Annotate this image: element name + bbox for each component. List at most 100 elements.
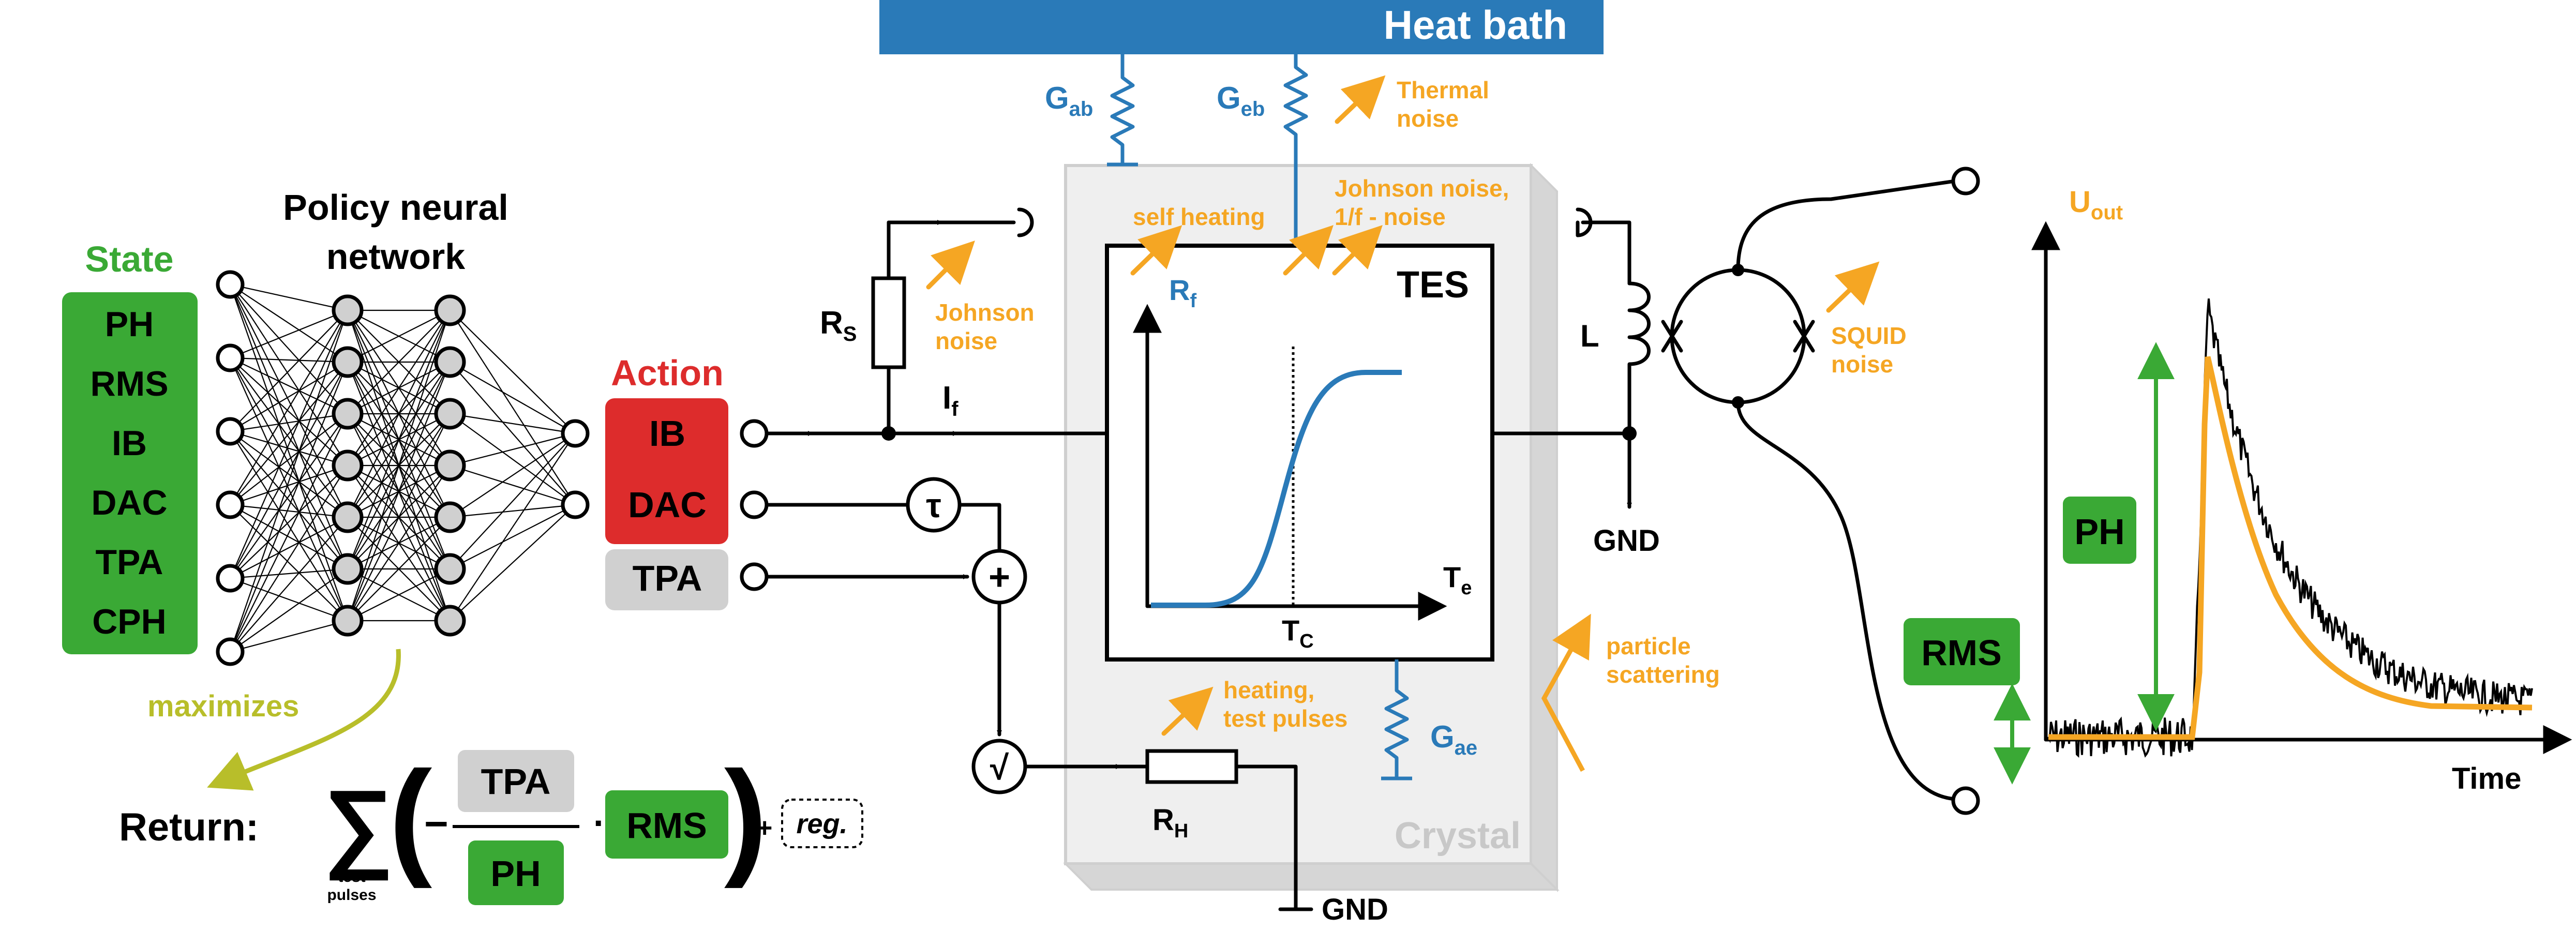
nn-node xyxy=(434,605,466,637)
particle-scattering-label-1: particle xyxy=(1606,633,1691,659)
nn-edge xyxy=(347,310,451,518)
action-title: Action xyxy=(611,353,724,393)
nn-node xyxy=(434,449,466,482)
tes-label: TES xyxy=(1397,264,1469,306)
squid-noise-label-2: noise xyxy=(1831,351,1893,378)
nn-edge xyxy=(230,413,348,432)
nn-edge xyxy=(230,362,348,579)
uout-label: Uout xyxy=(2069,185,2123,224)
fitted-pulse-curve xyxy=(2048,356,2533,740)
josephson-junction-right xyxy=(1793,320,1815,353)
nn-edge xyxy=(230,413,348,505)
nn-edge xyxy=(230,362,348,432)
nn-node xyxy=(332,553,364,585)
ph-denominator: PH xyxy=(490,853,541,894)
te-label: Te xyxy=(1443,561,1472,599)
nn-edge xyxy=(450,413,576,434)
if-label: If xyxy=(942,380,958,421)
heating-label-1: heating, xyxy=(1223,677,1314,703)
nn-edge xyxy=(450,362,576,505)
gab-spring xyxy=(1110,54,1135,164)
right-paren: ) xyxy=(724,744,767,889)
nn-edge xyxy=(229,357,349,621)
heat-bath-label: Heat bath xyxy=(1384,2,1567,48)
nn-edge xyxy=(347,362,451,621)
nn-edge xyxy=(230,357,348,466)
nn-edge xyxy=(230,620,348,653)
nn-edge xyxy=(230,504,348,518)
nn-edge xyxy=(230,283,348,311)
crystal-label: Crystal xyxy=(1395,815,1521,857)
pulse-plot: Uout Time PH RMS xyxy=(1904,185,2572,795)
nn-edge xyxy=(230,413,348,579)
nn-edge xyxy=(347,517,451,621)
output-terminal-top xyxy=(1951,167,1980,196)
nn-edge xyxy=(230,504,348,621)
geb-label: Geb xyxy=(1217,81,1265,121)
maximizes-label: maximizes xyxy=(147,689,299,723)
sum-subscript-1: test xyxy=(338,868,365,885)
nn-edge xyxy=(450,413,576,505)
johnson-noise-label-2: noise xyxy=(935,327,997,354)
inductor-label: L xyxy=(1580,319,1599,353)
policy-title-line2: network xyxy=(326,236,465,277)
particle-scattering-label-2: scattering xyxy=(1606,661,1720,688)
thermal-links: Gab Geb Gae xyxy=(1045,54,1477,780)
nn-node xyxy=(216,637,245,666)
johnson-noise-arrow xyxy=(926,241,975,290)
nn-edge xyxy=(347,465,451,621)
nn-edges xyxy=(229,283,576,653)
squid-ring xyxy=(1670,268,1806,404)
left-paren: ( xyxy=(389,744,432,889)
nn-edge xyxy=(347,310,451,466)
nn-node xyxy=(561,419,590,448)
nn-edge xyxy=(450,504,576,518)
connector-left xyxy=(1017,207,1034,237)
reg-box xyxy=(781,799,863,848)
nn-edge xyxy=(347,568,451,621)
nn-node xyxy=(434,501,466,533)
particle-scattering-arrow xyxy=(1541,613,1591,772)
nn-edge xyxy=(229,284,349,621)
nn-nodes xyxy=(216,270,590,666)
nn-node xyxy=(561,490,590,519)
johnson-1f-label-2: 1/f - noise xyxy=(1335,203,1446,230)
nn-node xyxy=(434,346,466,378)
nn-edge xyxy=(230,309,348,359)
nn-edge xyxy=(450,310,576,434)
rh-label: RH xyxy=(1152,803,1188,842)
action-item-ib: IB xyxy=(649,413,685,454)
nn-edge xyxy=(229,284,349,569)
transition-curve xyxy=(1151,370,1402,608)
nn-edge xyxy=(229,310,349,579)
tpa-numerator: TPA xyxy=(481,761,551,802)
return-formula: Return: ∑ test pulses ( − TPA PH · RMS )… xyxy=(119,744,863,905)
gab-label: Gab xyxy=(1045,81,1093,121)
policy-title-line1: Policy neural xyxy=(283,187,508,228)
nn-edge xyxy=(230,284,348,518)
nn-node xyxy=(332,605,364,637)
state-item-rms: RMS xyxy=(90,364,168,403)
output-terminal-bottom xyxy=(1951,786,1980,815)
nn-edge xyxy=(230,310,348,432)
minus-sign: − xyxy=(424,801,448,847)
johnson-1f-arrow-1 xyxy=(1283,225,1334,276)
nn-edge xyxy=(229,310,349,652)
maximizes-arrow xyxy=(207,649,401,791)
rms-label: RMS xyxy=(1921,633,2002,673)
nn-node xyxy=(332,501,364,533)
heating-label-2: test pulses xyxy=(1223,705,1347,732)
nn-edge xyxy=(230,430,348,467)
nn-edge xyxy=(450,433,576,518)
johnson-1f-arrow-2 xyxy=(1332,225,1383,276)
nn-edge xyxy=(450,504,576,569)
action-item-tpa: TPA xyxy=(633,558,702,598)
squid-noise-label-1: SQUID xyxy=(1831,322,1907,349)
state-panel: State PH RMS IB DAC TPA CPH xyxy=(62,239,198,654)
nn-edge xyxy=(230,413,348,652)
maximizes-annotation: maximizes xyxy=(147,649,401,791)
state-title: State xyxy=(85,239,173,279)
nn-edge xyxy=(450,464,576,506)
nn-node xyxy=(434,294,466,326)
rf-label: Rf xyxy=(1169,274,1196,312)
